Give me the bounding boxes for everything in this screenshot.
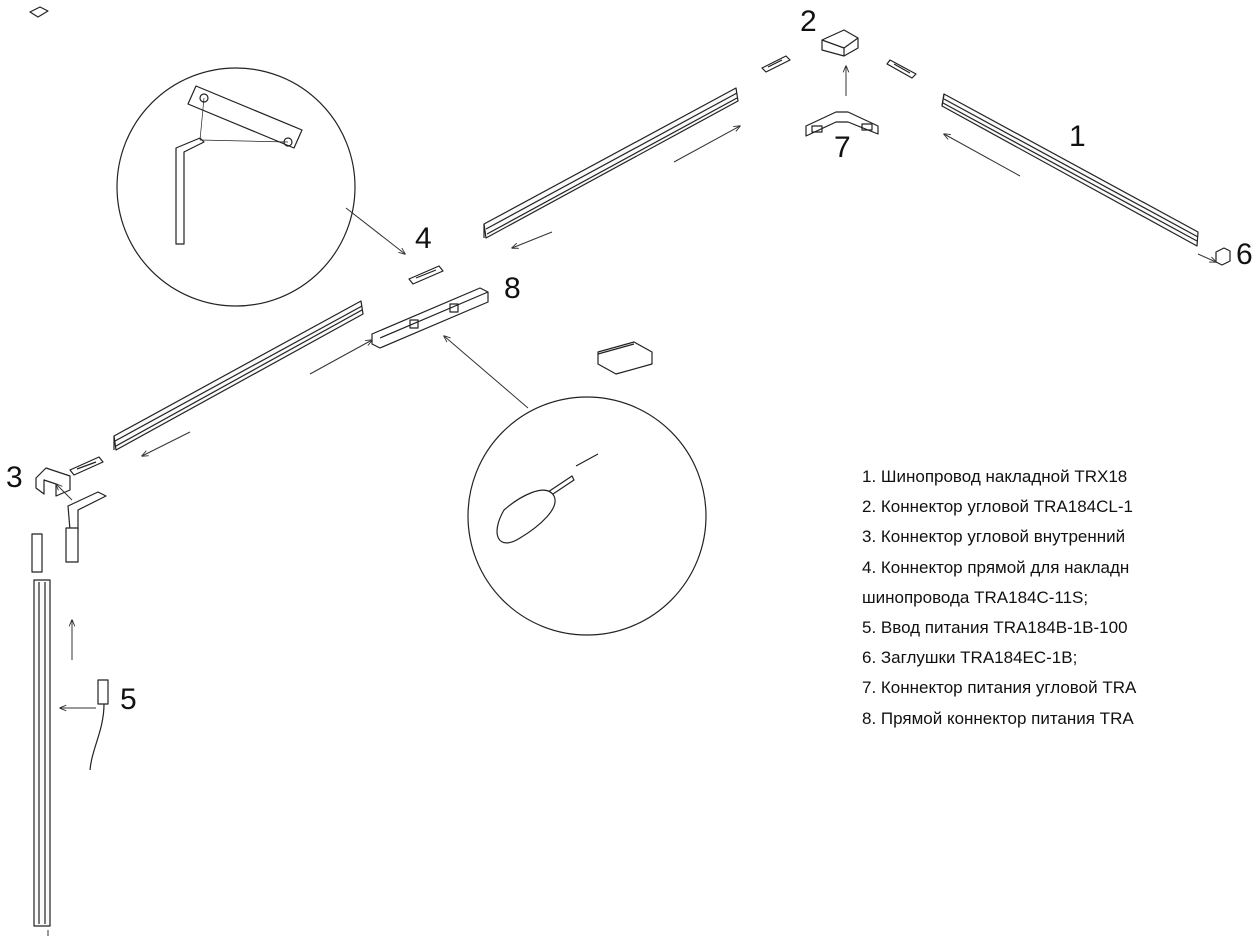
callout-2: 2	[800, 5, 817, 38]
legend-item-4: 4. Коннектор прямой для накладн	[862, 557, 1130, 577]
straight-connector	[886, 59, 917, 79]
rail-upper-right	[941, 93, 1199, 247]
callout-7: 7	[834, 131, 851, 164]
legend-item-7: 7. Коннектор питания угловой TRA	[862, 678, 1137, 698]
callout-3: 3	[6, 461, 23, 494]
corner-connector-inner	[31, 467, 107, 573]
rail-vertical-left	[33, 579, 51, 927]
parts-legend: 1. Шинопровод накладной TRX18 2. Коннект…	[862, 462, 1257, 734]
callout-4: 4	[415, 222, 432, 255]
straight-connector	[761, 55, 791, 73]
straight-connector	[69, 456, 104, 476]
callout-8: 8	[504, 272, 521, 305]
legend-item-1: 1. Шинопровод накладной TRX18	[862, 467, 1128, 486]
callout-1: 1	[1069, 120, 1086, 153]
legend-item-8: 8. Прямой коннектор питания TRA	[862, 708, 1134, 728]
straight-connector	[408, 265, 444, 285]
legend-item-4-continued: шинопровода TRA184C-11S;	[862, 587, 1089, 607]
legend-item-6: 6. Заглушки TRA184EC-1B;	[862, 648, 1078, 668]
top-left-fragment	[29, 6, 49, 18]
callout-5: 5	[120, 683, 137, 716]
straight-power-connector	[371, 287, 489, 349]
callout-6: 6	[1236, 238, 1253, 271]
power-corner-connector	[805, 111, 879, 137]
legend-item-5: 5. Ввод питания TRA184B-1B-100	[862, 617, 1128, 637]
rail-upper-middle	[483, 87, 739, 239]
detail-circle-screwdriver	[467, 341, 707, 636]
legend-item-3: 3. Коннектор угловой внутренний	[862, 527, 1126, 547]
rail-middle-left	[113, 300, 364, 451]
legend-item-2: 2. Коннектор угловой TRA184CL-1	[862, 497, 1133, 517]
power-feed	[89, 679, 109, 771]
end-cap	[1215, 247, 1231, 266]
corner-connector-outer	[821, 29, 859, 57]
detail-circle-allen-key	[116, 67, 356, 307]
